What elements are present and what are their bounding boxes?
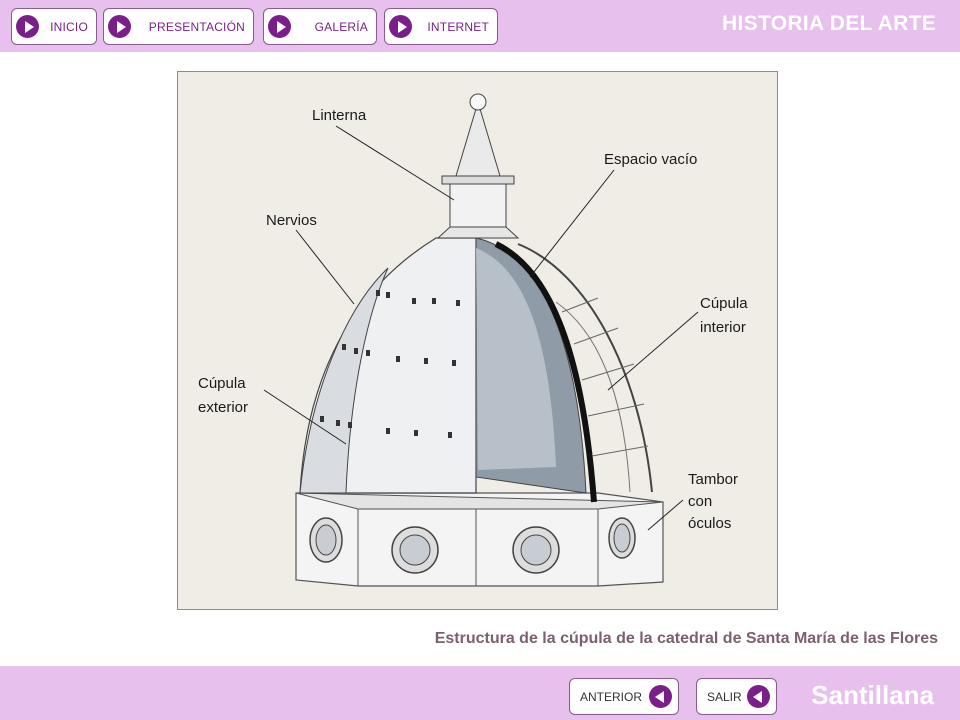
label-cupula-interior-2: interior: [700, 319, 746, 336]
play-arrow-icon: [268, 15, 291, 38]
label-cupula-exterior-2: exterior: [198, 399, 248, 416]
nav-presentacion-button[interactable]: PRESENTACIÓN: [103, 8, 254, 45]
salir-label: SALIR: [707, 690, 742, 704]
dome-illustration: Linterna Espacio vacío Nervios Cúpula in…: [198, 93, 748, 587]
nav-inicio-button[interactable]: INICIO: [11, 8, 97, 45]
label-nervios: Nervios: [266, 212, 317, 229]
label-linterna: Linterna: [312, 107, 367, 124]
brand-logo: Santillana: [811, 680, 934, 710]
anterior-button[interactable]: ANTERIOR: [569, 678, 679, 715]
play-arrow-icon: [108, 15, 131, 38]
bottom-bar: [0, 666, 960, 720]
anterior-label: ANTERIOR: [580, 690, 643, 704]
label-tambor-1: Tambor: [688, 471, 738, 488]
label-tambor-2: con: [688, 493, 712, 510]
figure-caption: Estructura de la cúpula de la catedral d…: [434, 630, 938, 647]
label-cupula-exterior-1: Cúpula: [198, 375, 246, 392]
nav-inicio-label: INICIO: [50, 20, 88, 34]
nav-internet-button[interactable]: INTERNET: [384, 8, 498, 45]
dome-diagram: Linterna Espacio vacío Nervios Cúpula in…: [177, 71, 778, 610]
back-arrow-icon: [649, 685, 672, 708]
app-title: HISTORIA DEL ARTE: [722, 12, 936, 35]
nav-internet-label: INTERNET: [427, 20, 489, 34]
label-cupula-interior-1: Cúpula: [700, 295, 748, 312]
nav-galeria-label: GALERÍA: [314, 20, 368, 34]
label-espacio-vacio: Espacio vacío: [604, 151, 697, 168]
play-arrow-icon: [389, 15, 412, 38]
nav-galeria-button[interactable]: GALERÍA: [263, 8, 377, 45]
nav-presentacion-label: PRESENTACIÓN: [148, 20, 245, 34]
play-arrow-icon: [16, 15, 39, 38]
salir-button[interactable]: SALIR: [696, 678, 777, 715]
back-arrow-icon: [747, 685, 770, 708]
label-tambor-3: óculos: [688, 515, 731, 532]
